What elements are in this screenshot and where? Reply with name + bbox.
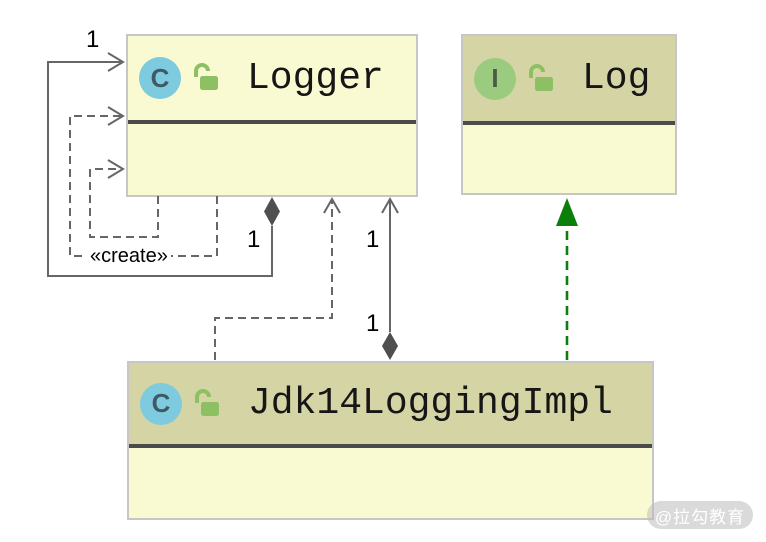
multiplicity-label: 1: [366, 310, 380, 337]
edge-dependency-jdk14-logger[interactable]: [214, 196, 341, 360]
aggregation-diamond: [382, 332, 398, 360]
class-node-logger[interactable]: C Logger: [126, 34, 418, 197]
jdk14-header: C Jdk14LoggingImpl: [129, 363, 652, 444]
interface-node-log[interactable]: I Log: [461, 34, 677, 195]
class-badge-icon: C: [140, 382, 182, 425]
edge-realization-jdk14-log[interactable]: [556, 198, 578, 360]
open-arrowhead: [107, 106, 125, 126]
class-name-logger: Logger: [247, 56, 384, 100]
composition-diamond: [264, 197, 280, 226]
watermark-text: @拉勾教育: [654, 507, 746, 527]
open-arrowhead: [107, 52, 125, 72]
open-lock-icon: [190, 388, 224, 420]
divider: [463, 121, 675, 125]
logger-body: [128, 124, 416, 195]
logger-header: C Logger: [128, 36, 416, 120]
interface-badge-icon: I: [474, 57, 516, 100]
log-header: I Log: [463, 36, 675, 121]
interface-name-log: Log: [582, 57, 651, 100]
class-name-jdk14loggingimpl: Jdk14LoggingImpl: [248, 382, 613, 425]
create-stereotype-label: «create»: [87, 245, 171, 268]
open-arrowhead: [107, 159, 125, 179]
watermark-badge: @拉勾教育: [647, 501, 753, 529]
log-body: [463, 125, 675, 193]
divider: [129, 444, 652, 448]
open-lock-icon: [189, 62, 223, 94]
multiplicity-label: 1: [247, 226, 261, 253]
open-arrowhead: [323, 196, 341, 214]
jdk14-body: [129, 448, 652, 518]
open-lock-icon: [524, 63, 558, 95]
class-badge-icon: C: [139, 57, 181, 99]
multiplicity-label: 1: [86, 26, 100, 53]
edge-aggregation-jdk14-logger[interactable]: [381, 196, 399, 360]
realization-arrowhead: [556, 198, 578, 226]
open-arrowhead: [381, 196, 399, 214]
class-node-jdk14loggingimpl[interactable]: C Jdk14LoggingImpl: [127, 361, 654, 520]
multiplicity-label: 1: [366, 226, 380, 253]
